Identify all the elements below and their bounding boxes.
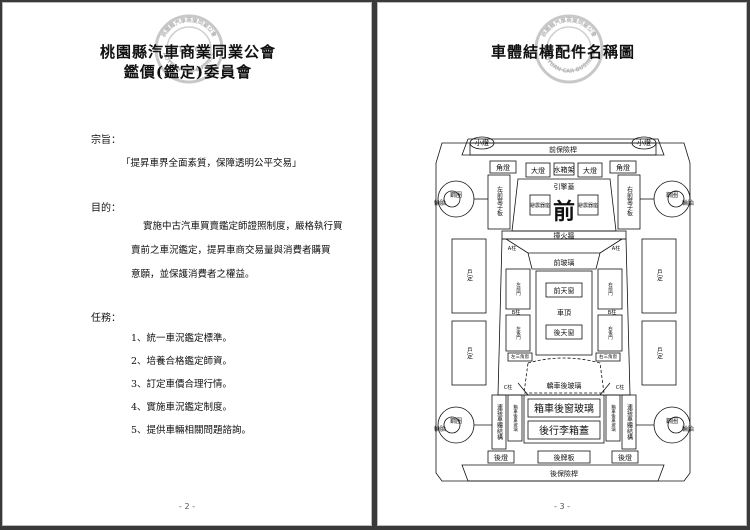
rear-bumper-label: 後保險桿 [550,469,578,478]
association-seal-logo: 桃園縣汽車商業同業公會 TAOYUAN CAR BUSINESS T.A.C [533,13,604,84]
corner-light-right-label: 角燈 [616,163,630,172]
left-front-fender-label: 左前葉子板 [496,185,503,217]
firewall-label: 撞火牆 [554,231,575,240]
left-page: 桃園縣汽車商業同業公會 TAOYUAN CAR BUSINESS T.A.C 桃… [2,2,372,526]
task-item: 1、統一車況鑑定標準。 [131,333,233,344]
trunk-lid-label: 後行李箱蓋 [539,424,589,437]
right-front-fender-label: 右前葉子板 [626,185,633,217]
roof-label: 車頂 [557,308,571,317]
right-front-rocker-label: 戶定 [656,268,663,282]
pillar-b-left-label: B柱 [512,309,520,316]
pillar-a-left-label: A柱 [508,245,516,252]
car-body-structure-diagram: 小燈 小燈 前保險桿 角燈 角燈 大燈 大燈 水箱架 引擎蓋 避震器座 避震器座… [434,136,694,482]
tail-light-right-label: 後燈 [618,453,632,462]
pillar-c-left-label: C柱 [504,384,513,391]
tasks-heading: 任務： [91,313,121,324]
pillar-c-right-label: C柱 [616,384,625,391]
rear-right-wheel-hub-label: 輪胎 [682,425,694,433]
right-front-door-label: 右前門 [608,281,613,297]
front-glass-label: 前玻璃 [554,258,575,267]
purpose-heading: 目的： [91,203,121,214]
rear-left-wheel-arch-label: 鋼圈 [450,417,462,425]
rear-left-wheel-hub-label: 輪胎 [434,425,446,433]
headlight-right-label: 大燈 [583,166,597,175]
purpose-line: 實施中古汽車買賣鑑定師證照制度，嚴格執行買 [143,221,343,232]
mission-text: 「提昇車界全面素質，保障透明公平交易」 [121,158,302,169]
front-marker-label: 前 [553,199,575,225]
front-left-wheel-hub-label: 輪胎 [434,199,446,207]
left-rear-structure-label: 連接車體結構 [496,403,503,441]
small-light-right-label: 小燈 [637,138,651,147]
corner-light-left-label: 角燈 [496,163,510,172]
page-number: - 2 - [179,502,195,511]
page-title: 車體結構配件名稱圖 [490,43,635,61]
small-light-left-label: 小燈 [475,138,489,147]
association-seal-logo: 桃園縣汽車商業同業公會 TAOYUAN CAR BUSINESS T.A.C [153,13,224,84]
headlight-left-label: 大燈 [531,166,545,175]
hood-label: 引擎蓋 [554,182,575,191]
task-item: 5、提供車輛相關問題諮詢。 [131,425,252,436]
front-right-wheel-hub-label: 輪胎 [682,199,694,207]
left-front-rocker-label: 戶定 [466,268,473,282]
page-title-line-1: 桃園縣汽車商業同業公會 [99,43,276,61]
front-bumper-label: 前保險桿 [549,145,577,154]
front-left-wheel-arch-label: 鋼圈 [450,191,462,199]
pillar-b-right-label: B柱 [608,309,616,316]
sedan-rear-glass-label: 轎車後玻璃 [547,381,582,390]
shock-mount-right-label: 避震器座 [578,202,598,209]
purpose-line: 意願，並保護消費者之權益。 [131,269,255,280]
left-rear-door-label: 左後門 [516,325,521,341]
right-rear-rocker-label: 戶定 [656,346,663,360]
left-tailgate-glass-label: 箱車後車玻璃 [513,403,518,433]
radiator-frame-label: 水箱架 [554,165,575,174]
right-rear-structure-label: 連接車體結構 [626,403,633,441]
task-item: 2、培養合格鑑定師資。 [131,356,233,367]
svg-text:T.A.C: T.A.C [178,45,201,54]
front-right-wheel-arch-label: 鋼圈 [666,191,678,199]
right-tailgate-glass-label: 箱車後車玻璃 [611,403,616,433]
wagon-rear-glass-label: 箱車後窗玻璃 [534,402,594,415]
rear-sunroof-label: 後天窗 [554,328,575,337]
left-front-door-label: 左前門 [516,281,521,297]
rear-right-wheel-arch-label: 鋼圈 [666,417,678,425]
page-number: - 3 - [554,502,570,511]
left-rear-rocker-label: 戶定 [466,346,473,360]
pillar-a-right-label: A柱 [612,245,620,252]
right-page: 桃園縣汽車商業同業公會 TAOYUAN CAR BUSINESS T.A.C 車… [377,2,747,526]
mission-heading: 宗旨： [91,135,121,146]
right-rear-door-label: 右後門 [608,325,613,341]
front-sunroof-label: 前天窗 [554,286,575,295]
task-item: 3、訂定車價合理行情。 [131,379,233,390]
purpose-line: 賣前之車況鑑定，提昇車商交易量與消費者購買 [131,245,331,256]
purpose-paragraph: 實施中古汽車買賣鑑定師證照制度，嚴格執行買 賣前之車況鑑定，提昇車商交易量與消費… [131,215,359,287]
page-title-line-2: 鑑價(鑑定)委員會 [123,63,253,81]
right-quarter-glass-label: 右三角窗 [599,353,617,360]
svg-text:T.A.C: T.A.C [558,45,581,54]
rear-plate-label: 後牌板 [554,453,575,462]
task-item: 4、實施車況鑑定制度。 [131,402,233,413]
left-quarter-glass-label: 左三角窗 [511,353,529,360]
shock-mount-left-label: 避震器座 [530,202,550,209]
tail-light-left-label: 後燈 [494,453,508,462]
